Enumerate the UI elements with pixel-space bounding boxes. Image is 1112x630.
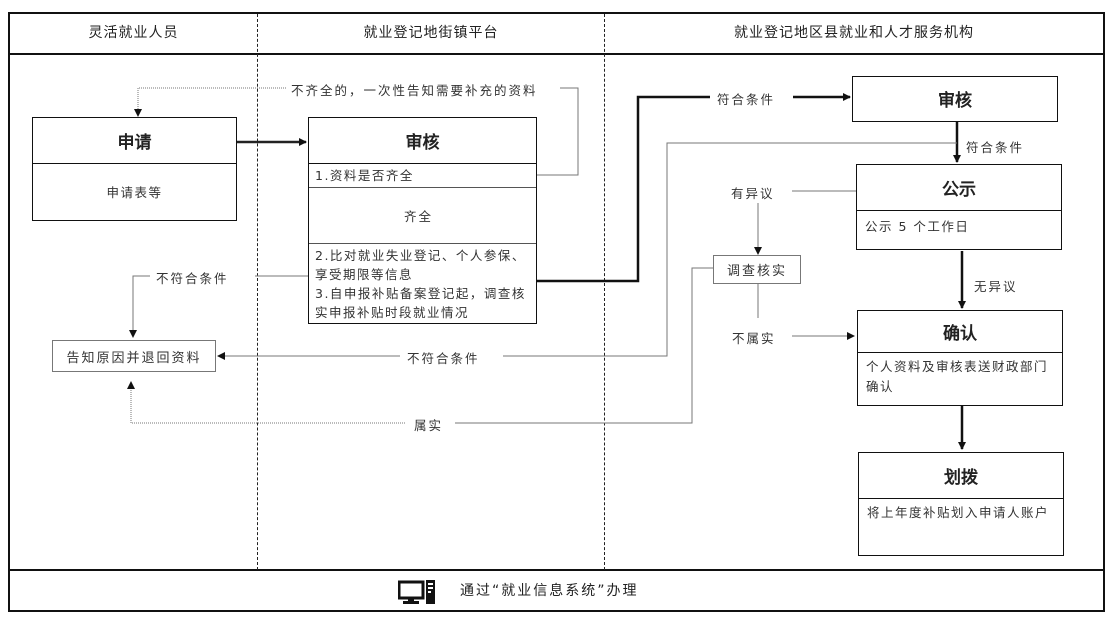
node-return-materials: 告知原因并退回资料 [52,340,216,372]
node-confirm-title: 确认 [858,311,1062,353]
node-review-street-step1: 1.资料是否齐全 [309,164,536,188]
footer-note: 通过“就业信息系统”办理 [460,583,639,599]
lane-title-county-agency: 就业登记地区县就业和人才服务机构 [734,25,974,41]
edge-true-to-return [127,381,405,424]
lane-title-street-platform: 就业登记地街镇平台 [363,25,499,41]
node-review-county: 审核 [852,76,1058,122]
label-complete: 齐全 [404,209,434,224]
computer-icon [398,580,435,604]
node-review-street-title: 审核 [309,118,536,164]
node-confirm-body: 个人资料及审核表送财政部门确认 [866,359,1049,394]
swimlane-frame [8,12,1105,612]
label-no-objection: 无异议 [974,279,1018,294]
edge-incomplete-to-apply [134,87,290,117]
label-true: 属实 [410,415,448,434]
node-publicity-title: 公示 [857,165,1061,211]
node-apply: 申请 申请表等 [32,117,237,221]
edge-true-bus [455,267,714,424]
node-review-street: 审核 1.资料是否齐全 2.比对就业失业登记、个人参保、享受期限等信息 3.自申… [308,117,537,324]
node-investigate: 调查核实 [713,255,801,284]
label-not-eligible-mid: 不符合条件 [403,348,484,367]
edge-incomplete-feedback [537,87,579,176]
node-apply-title: 申请 [33,118,236,164]
edge-objection-bus [503,142,957,357]
label-incomplete: 不齐全的，一次性告知需要补充的资料 [287,80,542,99]
header-divider [8,53,1105,55]
label-not-eligible-left: 不符合条件 [152,268,233,287]
node-confirm: 确认 个人资料及审核表送财政部门确认 [857,310,1063,406]
label-not-true: 不属实 [728,328,780,347]
lane-divider-2 [604,14,605,570]
edge-eligible-to-county [537,95,710,283]
node-allocate: 划拨 将上年度补贴划入申请人账户 [858,452,1064,556]
node-allocate-body: 将上年度补贴划入申请人账户 [867,505,1050,520]
node-allocate-title: 划拨 [859,453,1063,499]
node-publicity: 公示 公示 5 个工作日 [856,164,1062,250]
label-eligible-to-county: 符合条件 [713,89,780,108]
node-review-county-title: 审核 [938,91,972,111]
footer-divider [8,569,1105,571]
node-review-street-steps: 2.比对就业失业登记、个人参保、享受期限等信息 3.自申报补贴备案登记起，调查核… [309,243,536,324]
lane-title-flexible-workers: 灵活就业人员 [88,25,179,41]
edge-not-eligible-left-down [129,275,150,338]
lane-divider-1 [257,14,258,570]
label-eligible-to-publicity: 符合条件 [966,140,1025,155]
node-publicity-body: 公示 5 个工作日 [865,219,970,234]
node-apply-body: 申请表等 [106,185,163,200]
label-has-objection: 有异议 [727,183,779,202]
